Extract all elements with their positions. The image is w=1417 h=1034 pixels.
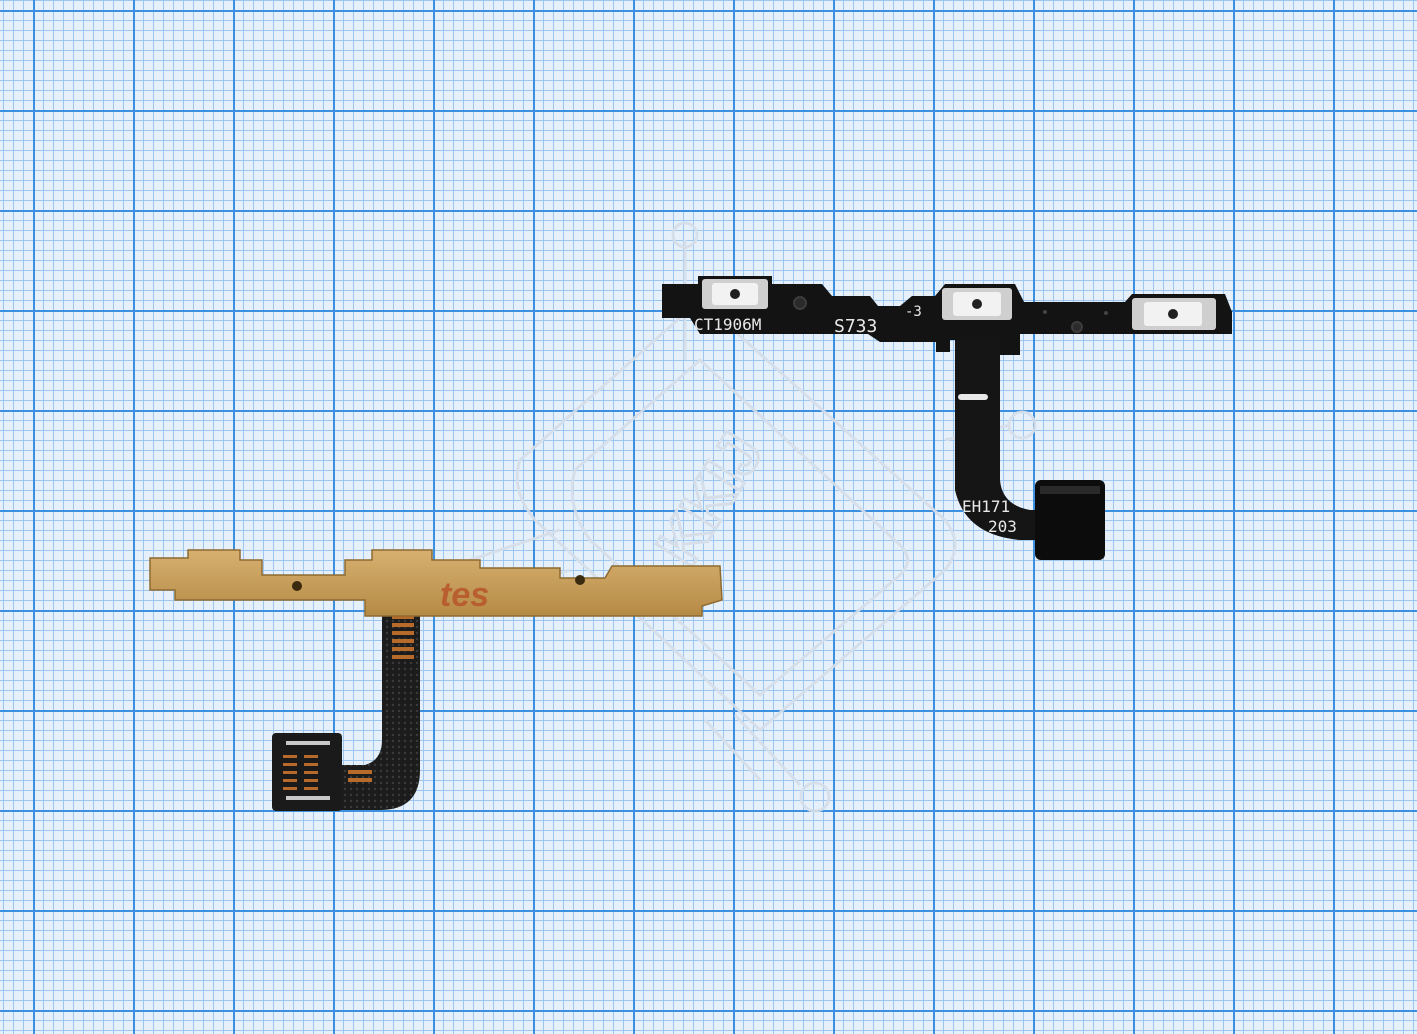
watermark-node-bottom bbox=[799, 781, 831, 813]
marking-model: CT1906M bbox=[694, 315, 761, 334]
right-flex-cable: CT1906M S733 -3 EH171 203 bbox=[662, 276, 1232, 560]
gold-stiffener bbox=[149, 549, 723, 617]
watermark-shield-outer bbox=[515, 297, 957, 733]
right-connector-block bbox=[1035, 480, 1105, 560]
tail-silkscreen-bar bbox=[958, 394, 988, 400]
mount-hole bbox=[1071, 321, 1083, 333]
marking-rev: -3 bbox=[905, 304, 922, 320]
connector-frame bbox=[286, 741, 330, 745]
tail-marking-line2: 203 bbox=[988, 517, 1017, 536]
contact-pads bbox=[348, 615, 414, 782]
stiffener-stamp: tes bbox=[440, 576, 489, 614]
switch-3-actuator-icon bbox=[1168, 309, 1178, 319]
tail-marking-line1: EH171 bbox=[962, 497, 1010, 516]
mount-hole bbox=[292, 581, 302, 591]
switch-2 bbox=[942, 288, 1012, 320]
right-flex-tail bbox=[955, 340, 1045, 540]
left-flex-cable: tes bbox=[149, 549, 723, 811]
watermark-shield-inner bbox=[570, 357, 909, 698]
watermark-text: KKIJ bbox=[643, 421, 776, 577]
watermark-node-top bbox=[671, 221, 699, 249]
watermark-node-right bbox=[1007, 410, 1037, 440]
switch-1-actuator-icon bbox=[730, 289, 740, 299]
switch-2-actuator-icon bbox=[972, 299, 982, 309]
left-connector-pins bbox=[283, 755, 318, 790]
connector-frame bbox=[286, 796, 330, 800]
switch-1 bbox=[702, 279, 768, 309]
switch-3 bbox=[1132, 298, 1216, 330]
marking-code: S733 bbox=[834, 316, 877, 337]
left-flex-tail bbox=[320, 610, 420, 810]
mount-hole bbox=[575, 575, 585, 585]
mount-hole bbox=[793, 296, 807, 310]
